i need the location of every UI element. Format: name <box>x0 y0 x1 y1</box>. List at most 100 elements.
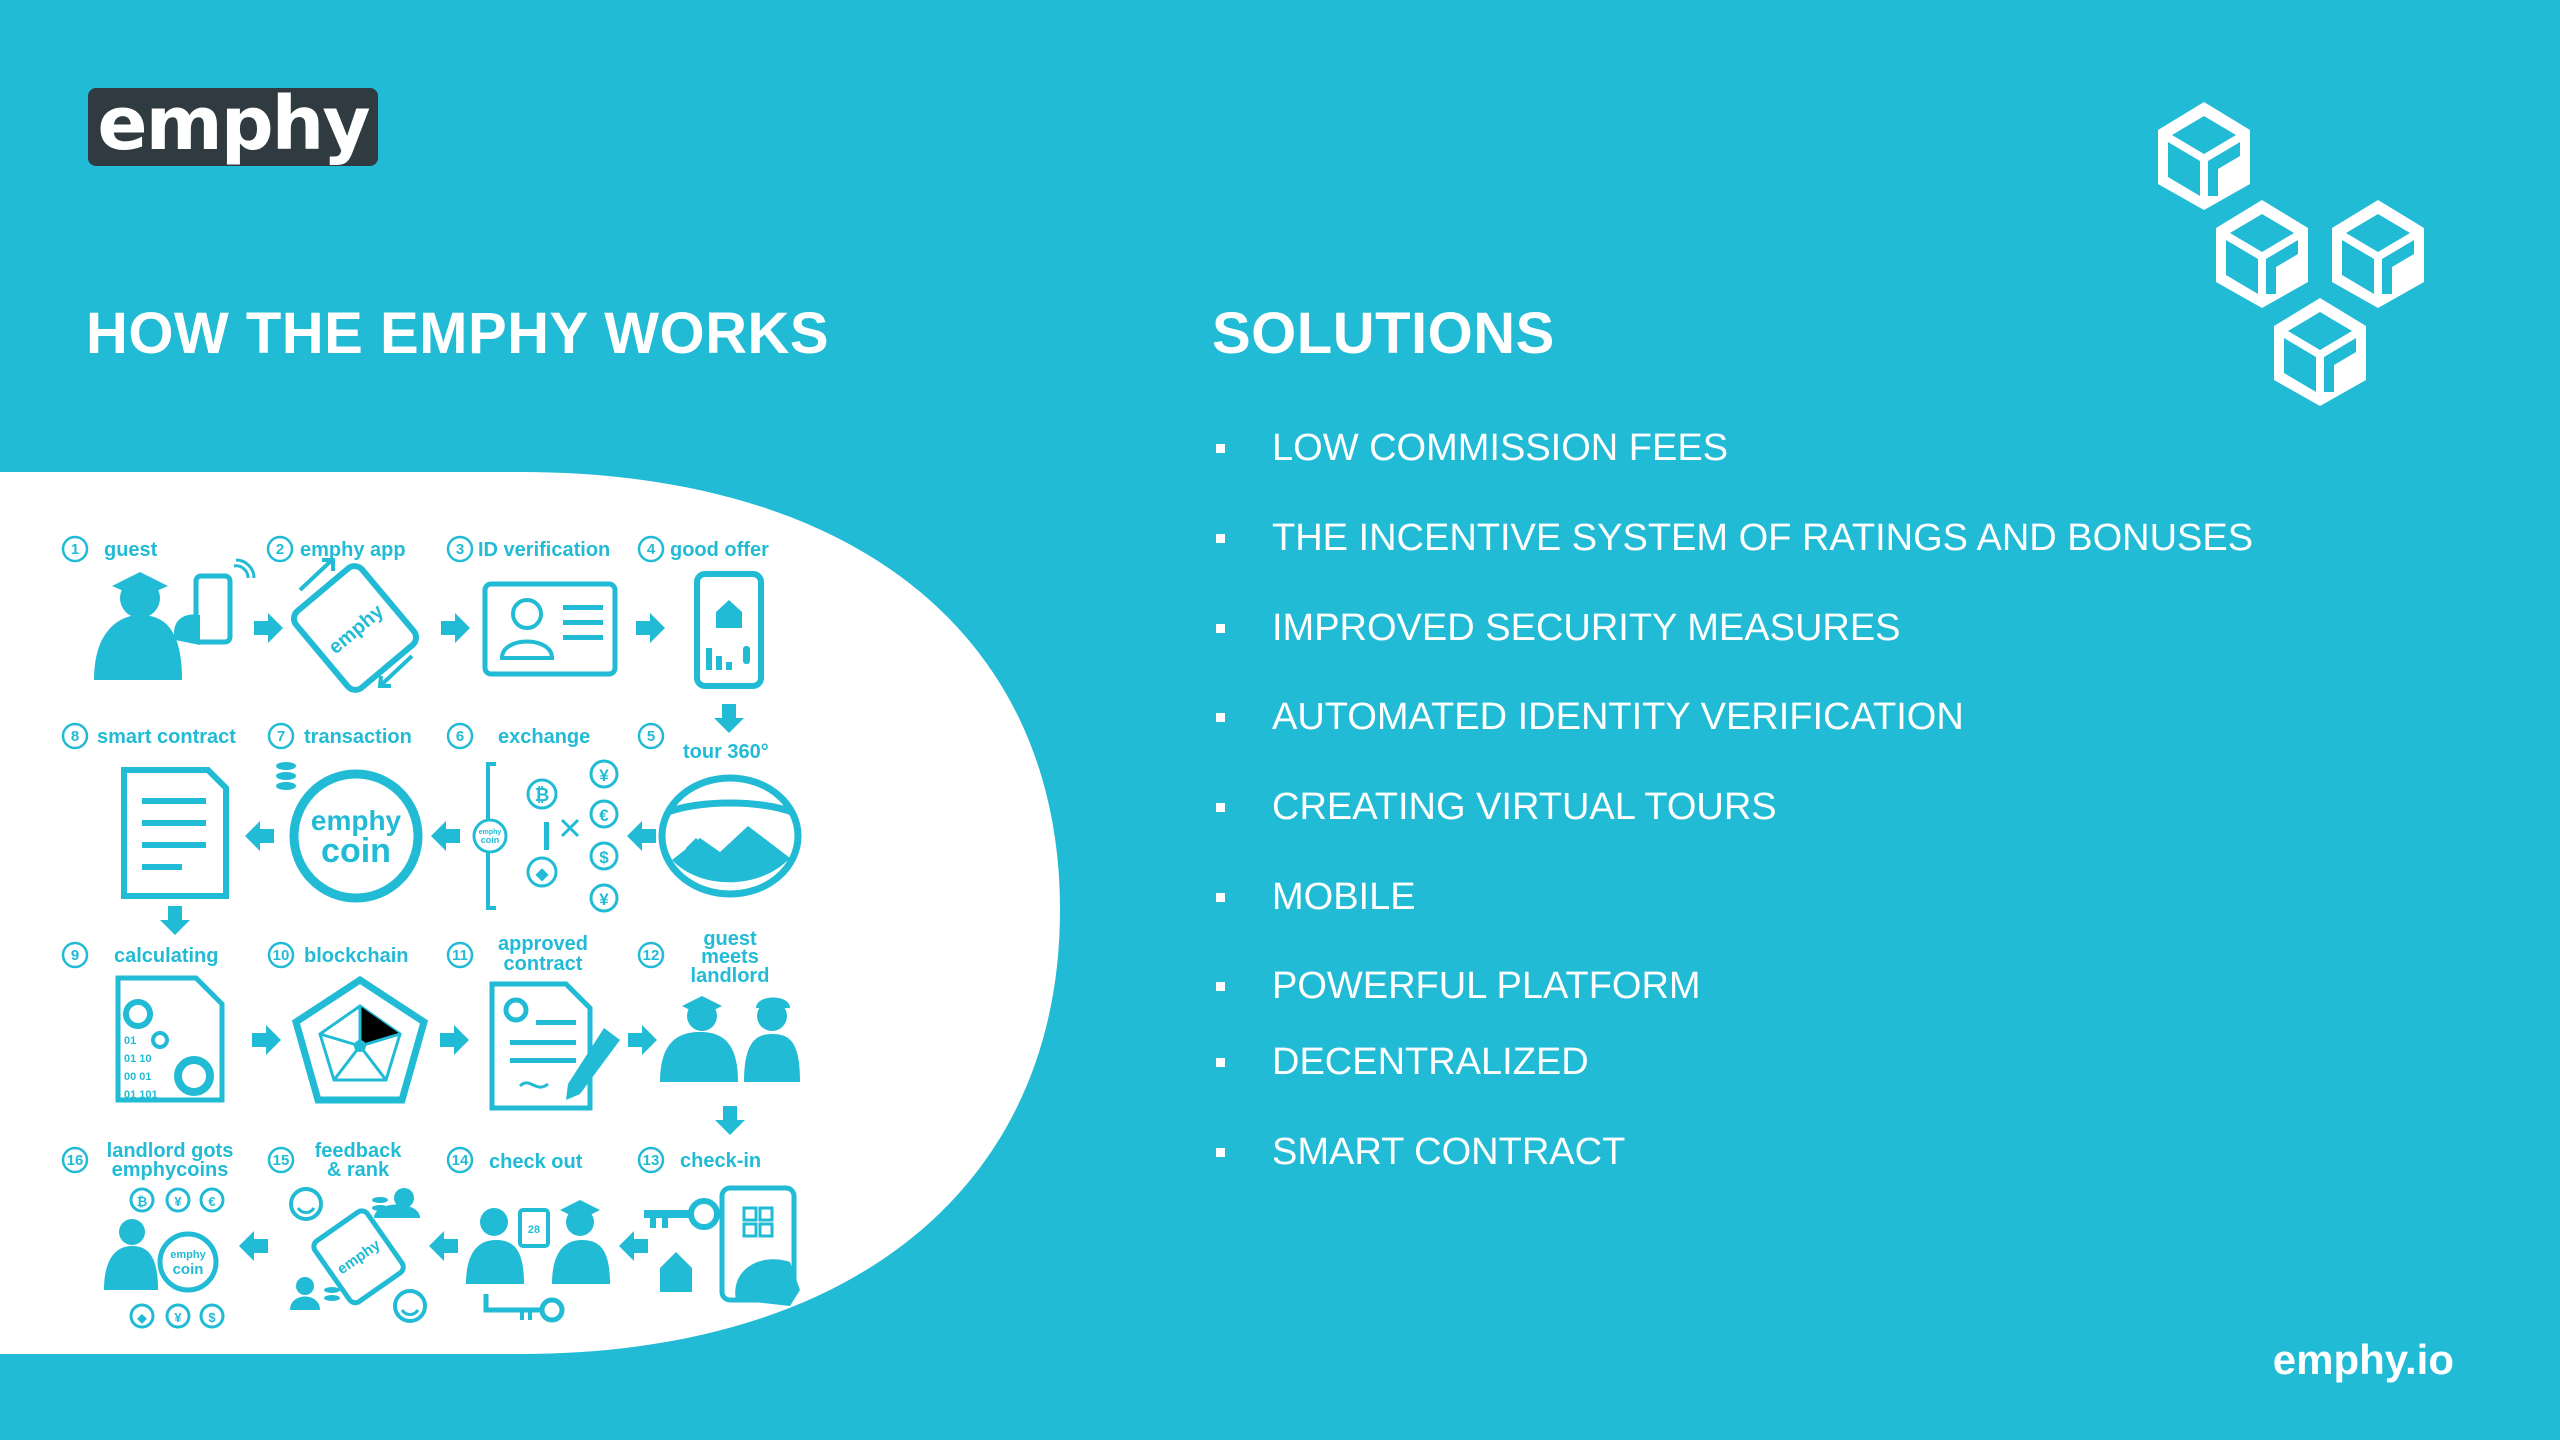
vr-headset-icon <box>658 774 802 898</box>
svg-text:1: 1 <box>71 541 79 558</box>
step-4: 4 good offer <box>637 535 769 563</box>
svg-text:tour 360°: tour 360° <box>683 741 769 763</box>
svg-text:transaction: transaction <box>304 726 412 748</box>
svg-text:¥: ¥ <box>174 1194 182 1209</box>
bullet-icon <box>1216 982 1225 991</box>
svg-text:16: 16 <box>67 1152 84 1169</box>
phone-offer-icon <box>694 571 764 689</box>
svg-text:15: 15 <box>273 1152 290 1169</box>
step-6: 6 exchange <box>446 722 590 750</box>
svg-text:& rank: & rank <box>327 1159 390 1181</box>
svg-text:00 01: 00 01 <box>124 1071 152 1083</box>
bullet-icon <box>1216 534 1225 543</box>
svg-text:14: 14 <box>452 1152 469 1169</box>
svg-text:calculating: calculating <box>114 945 218 967</box>
svg-text:feedback: feedback <box>315 1140 403 1162</box>
step-8: 8 smart contract <box>61 722 236 750</box>
svg-text:landlord: landlord <box>691 965 770 987</box>
bullet-icon <box>1216 444 1225 453</box>
svg-text:01 101: 01 101 <box>124 1089 158 1101</box>
step-3: 3 ID verification <box>446 535 610 563</box>
svg-text:10: 10 <box>273 947 290 964</box>
svg-text:◆: ◆ <box>136 1311 147 1325</box>
site-url[interactable]: emphy.io <box>2272 1336 2454 1383</box>
guest-icon <box>94 558 256 680</box>
landlord-coins-icon: emphy coin ₿ ¥ € ◆ ¥ $ <box>104 1187 225 1329</box>
meeting-icon <box>660 996 800 1082</box>
svg-text:$: $ <box>599 848 609 867</box>
logo-text: emphy <box>97 81 370 167</box>
svg-text:12: 12 <box>643 947 660 964</box>
step-12: 12 guest meets landlord <box>637 928 770 987</box>
svg-text:blockchain: blockchain <box>304 945 408 967</box>
svg-text:01 10: 01 10 <box>124 1053 152 1065</box>
step-14: 14 check out <box>446 1146 583 1174</box>
bullet-icon <box>1216 624 1225 633</box>
svg-text:01: 01 <box>124 1035 136 1047</box>
step-11: 11 approved contract <box>446 933 588 975</box>
step-13: 13 check-in <box>637 1146 761 1174</box>
svg-text:5: 5 <box>647 728 655 745</box>
svg-text:9: 9 <box>71 947 79 964</box>
svg-text:11: 11 <box>452 947 468 964</box>
svg-text:₿: ₿ <box>137 1194 148 1209</box>
svg-text:coin: coin <box>481 835 500 845</box>
svg-text:emphy: emphy <box>170 1249 206 1261</box>
svg-text:€: € <box>208 1194 215 1209</box>
svg-text:meets: meets <box>701 946 759 968</box>
exchange-icon: emphy coin ₿ ◆ ¥ € $ ¥ <box>472 759 619 913</box>
blockchain-icon <box>291 975 429 1104</box>
svg-text:€: € <box>599 806 609 825</box>
svg-text:$: $ <box>208 1310 216 1325</box>
step-2: 2 emphy app <box>266 535 406 563</box>
step-9: 9 calculating <box>61 941 218 969</box>
svg-text:contract: contract <box>504 953 583 975</box>
solutions-heading: SOLUTIONS <box>1212 301 1555 366</box>
step-15: 15 feedback & rank <box>267 1140 403 1181</box>
svg-text:landlord gots: landlord gots <box>107 1140 234 1162</box>
svg-text:4: 4 <box>647 541 656 558</box>
svg-text:¥: ¥ <box>599 766 609 785</box>
bullet-icon <box>1216 1148 1225 1157</box>
svg-text:good offer: good offer <box>670 539 769 561</box>
how-it-works-heading: HOW THE EMPHY WORKS <box>86 301 830 366</box>
svg-text:8: 8 <box>71 728 79 745</box>
svg-text:ID verification: ID verification <box>478 539 610 561</box>
svg-text:emphy: emphy <box>479 829 502 836</box>
diagram-panel <box>0 472 1060 1354</box>
bullet-icon <box>1216 893 1225 902</box>
svg-text:¥: ¥ <box>174 1310 182 1325</box>
svg-text:28: 28 <box>528 1224 540 1236</box>
svg-text:check-in: check-in <box>680 1150 761 1172</box>
step-7: 7 transaction <box>267 722 412 750</box>
svg-text:13: 13 <box>643 1152 660 1169</box>
step-10: 10 blockchain <box>267 941 408 969</box>
svg-text:¥: ¥ <box>599 890 609 909</box>
svg-text:smart contract: smart contract <box>97 726 236 748</box>
bullet-icon <box>1216 1058 1225 1067</box>
svg-text:₿: ₿ <box>535 785 550 805</box>
svg-text:exchange: exchange <box>498 726 590 748</box>
svg-text:2: 2 <box>276 541 284 558</box>
process-diagram: 1 guest 2 emphy app 3 ID verification 4 … <box>0 472 1060 1354</box>
step-16: 16 landlord gots emphycoins <box>61 1140 234 1181</box>
svg-text:guest: guest <box>703 928 757 950</box>
svg-text:emphy: emphy <box>311 805 402 836</box>
step-5: 5 tour 360° <box>637 722 769 763</box>
checkout-icon: 28 <box>466 1200 610 1323</box>
cubes-icon <box>2158 102 2424 406</box>
document-icon <box>121 767 229 899</box>
emphy-logo[interactable]: emphy <box>88 81 378 167</box>
svg-text:◆: ◆ <box>535 866 549 883</box>
svg-text:6: 6 <box>456 728 464 745</box>
svg-text:guest: guest <box>104 539 158 561</box>
id-card-icon <box>482 581 618 677</box>
svg-text:coin: coin <box>173 1261 204 1278</box>
svg-text:emphy app: emphy app <box>300 539 406 561</box>
svg-text:7: 7 <box>277 728 285 745</box>
step-1: 1 guest <box>61 535 158 563</box>
calculating-icon: 01 01 10 00 01 01 101 <box>115 975 225 1103</box>
svg-text:emphycoins: emphycoins <box>112 1159 229 1181</box>
svg-text:approved: approved <box>498 933 588 955</box>
bullet-icon <box>1216 803 1225 812</box>
